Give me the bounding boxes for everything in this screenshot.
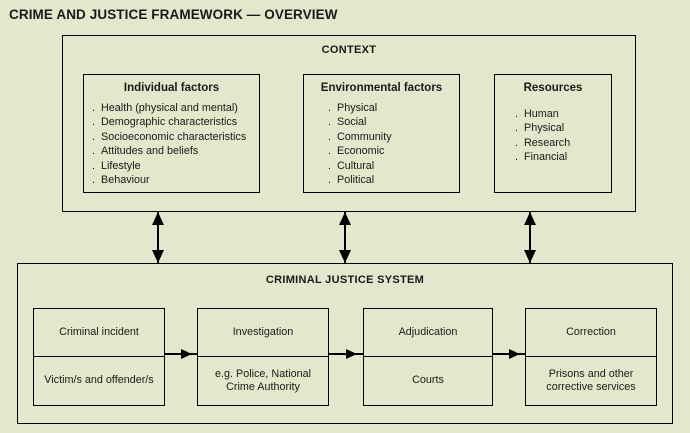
bullet-marker-icon: . — [328, 130, 331, 143]
link-arrow-double-headed-icon — [152, 212, 164, 263]
list-item-label: Behaviour — [101, 174, 150, 187]
list-item-label: Research — [524, 136, 571, 149]
card-title-environmental-factors: Environmental factors — [320, 82, 443, 94]
list-item-label: Socioeconomic characteristics — [101, 130, 247, 143]
stage-card-investigation: Investigation e.g. Police, National Crim… — [197, 308, 329, 406]
bullet-marker-icon: . — [92, 130, 95, 143]
list-item: . Financial — [515, 150, 611, 164]
link-arrow-double-headed-icon — [339, 212, 351, 263]
arrow-head-down-icon — [152, 250, 164, 263]
context-heading: CONTEXT — [321, 44, 377, 56]
bullet-marker-icon: . — [92, 116, 95, 129]
list-item: . Demographic characteristics — [92, 115, 259, 129]
flow-arrow-right-icon — [493, 349, 525, 359]
list-item: . Community — [328, 130, 459, 144]
list-item-label: Physical — [337, 102, 378, 114]
link-arrow-double-headed-icon — [524, 212, 536, 263]
list-item: . Physical — [515, 121, 611, 135]
list-item: . Health (physical and mental) — [92, 101, 259, 115]
stage-title-correction: Correction — [526, 309, 656, 357]
arrow-shaft — [529, 212, 531, 263]
card-title-individual-factors: Individual factors — [123, 82, 220, 94]
flow-arrow-right-icon — [329, 349, 363, 359]
stage-card-correction: Correction Prisons and other corrective … — [525, 308, 657, 406]
bullet-marker-icon: . — [92, 159, 95, 172]
context-container — [62, 35, 636, 212]
bullet-marker-icon: . — [92, 174, 95, 187]
bullet-list-individual-factors: . Health (physical and mental) . Demograph… — [84, 101, 259, 187]
list-item: . Social — [328, 115, 459, 129]
arrow-shaft — [157, 212, 159, 263]
list-item: . Economic — [328, 144, 459, 158]
arrow-head-up-icon — [339, 212, 351, 225]
stage-title-adjudication: Adjudication — [364, 309, 492, 357]
stage-detail-criminal-incident: Victim/s and offender/s — [44, 374, 154, 387]
context-card-environmental-factors: Environmental factors . Physical . Social … — [303, 74, 460, 193]
bullet-marker-icon: . — [515, 136, 518, 149]
list-item: . Lifestyle — [92, 159, 259, 173]
card-title-resources: Resources — [523, 82, 583, 94]
stage-detail-correction: Prisons and other corrective services — [546, 367, 636, 394]
bullet-marker-icon: . — [328, 174, 331, 187]
page-title: CRIME AND JUSTICE FRAMEWORK — OVERVIEW — [9, 7, 338, 22]
bullet-marker-icon: . — [92, 102, 95, 114]
list-item-label: Financial — [524, 151, 568, 164]
list-item-label: Attitudes and beliefs — [101, 145, 199, 158]
bullet-marker-icon: . — [328, 102, 331, 114]
list-item-label: Lifestyle — [101, 159, 141, 172]
bullet-marker-icon: . — [328, 159, 331, 172]
list-item: . Socioeconomic characteristics — [92, 130, 259, 144]
bullet-marker-icon: . — [328, 116, 331, 129]
stage-card-adjudication: Adjudication Courts — [363, 308, 493, 406]
bullet-marker-icon: . — [515, 122, 518, 135]
stage-detail-investigation: e.g. Police, National Crime Authority — [214, 367, 312, 394]
list-item: . Political — [328, 173, 459, 187]
bullet-marker-icon: . — [515, 108, 518, 120]
flow-arrow-right-icon — [165, 349, 197, 359]
stage-card-criminal-incident: Criminal incident Victim/s and offender/… — [33, 308, 165, 406]
stage-detail-adjudication: Courts — [412, 374, 444, 387]
list-item: . Attitudes and beliefs — [92, 144, 259, 158]
arrow-head-up-icon — [152, 212, 164, 225]
list-item-label: Economic — [337, 145, 385, 158]
list-item-label: Health (physical and mental) — [101, 102, 238, 114]
arrow-head-right-icon — [509, 349, 520, 359]
arrow-head-right-icon — [346, 349, 357, 359]
list-item: . Research — [515, 136, 611, 150]
arrow-head-down-icon — [339, 250, 351, 263]
list-item-label: Community — [337, 130, 392, 143]
context-card-individual-factors: Individual factors . Health (physical and… — [83, 74, 260, 193]
criminal-justice-system-container — [17, 263, 673, 424]
arrow-head-right-icon — [181, 349, 192, 359]
bullet-list-resources: . Human . Physical . Research . Financial — [495, 107, 611, 165]
list-item-label: Social — [337, 116, 367, 129]
list-item-label: Cultural — [337, 159, 375, 172]
stage-title-criminal-incident: Criminal incident — [34, 309, 164, 357]
arrow-head-up-icon — [524, 212, 536, 225]
arrow-head-down-icon — [524, 250, 536, 263]
arrow-shaft — [344, 212, 346, 263]
criminal-justice-system-heading: CRIMINAL JUSTICE SYSTEM — [265, 274, 425, 286]
list-item: . Physical — [328, 101, 459, 115]
list-item-label: Human — [524, 108, 559, 120]
list-item-label: Political — [337, 174, 375, 187]
list-item: . Cultural — [328, 159, 459, 173]
bullet-list-environmental-factors: . Physical . Social . Community . Economic .… — [304, 101, 459, 187]
list-item-label: Demographic characteristics — [101, 116, 238, 129]
context-card-resources: Resources . Human . Physical . Research . Fi… — [494, 74, 612, 193]
list-item: . Human — [515, 107, 611, 121]
bullet-marker-icon: . — [328, 145, 331, 158]
bullet-marker-icon: . — [92, 145, 95, 158]
list-item: . Behaviour — [92, 173, 259, 187]
stage-title-investigation: Investigation — [198, 309, 328, 357]
list-item-label: Physical — [524, 122, 565, 135]
bullet-marker-icon: . — [515, 151, 518, 164]
